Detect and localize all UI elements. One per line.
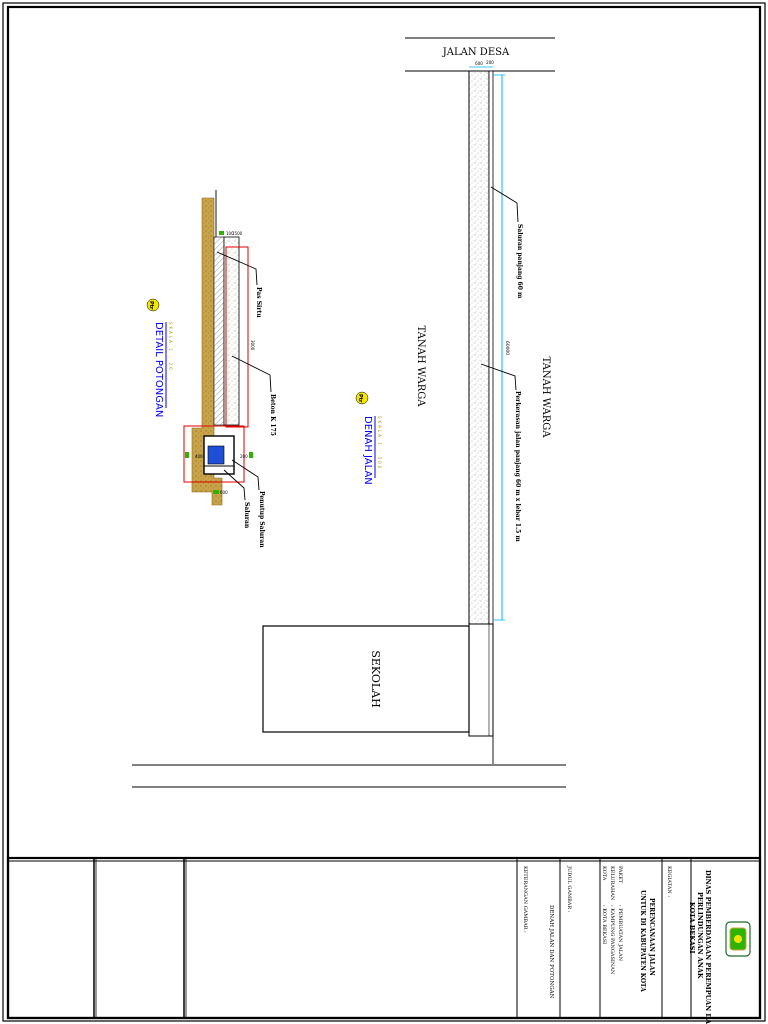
callout-saluran: Saluran panjang 60 m bbox=[516, 224, 523, 299]
plan-title-group: Ptr DENAH JALAN SKALA 1 : 500 bbox=[355, 391, 382, 485]
svg-text:3000: 3000 bbox=[250, 340, 255, 351]
beton-layer bbox=[223, 236, 240, 426]
detail-title: DETAIL POTONGAN bbox=[153, 322, 164, 417]
plan-title: DENAH JALAN bbox=[362, 416, 373, 485]
road-dim-b: 200 bbox=[486, 60, 494, 65]
callout-perkerasan: Perkerasan jalan panjang 60 m x lebar 1.… bbox=[514, 391, 521, 542]
pas-sirtu-layer bbox=[213, 236, 225, 426]
detail-section: 100 1500 3000 400 200 600 Pas Sirtu Beto… bbox=[183, 190, 276, 548]
svg-text:200: 200 bbox=[240, 454, 248, 459]
kelurahan-label: KELURAHAN bbox=[609, 866, 615, 901]
drainage-channel bbox=[488, 70, 494, 625]
label-tanah-warga-left: TANAH WARGA bbox=[415, 326, 426, 408]
length-dimension-label: 60000 bbox=[504, 341, 510, 355]
kegiatan-line-1: PERENCANAAN JALAN bbox=[648, 898, 655, 976]
svg-text:100: 100 bbox=[226, 231, 234, 236]
kota-label: KOTA bbox=[601, 866, 607, 881]
paket-label: PAKET bbox=[617, 866, 623, 884]
svg-text:400: 400 bbox=[195, 454, 203, 459]
plan-marker-text: Ptr bbox=[357, 394, 363, 403]
kota-bekasi-logo-icon bbox=[725, 921, 751, 957]
road-pavement bbox=[468, 70, 490, 625]
agency-line-1: DINAS PEMBERDAYAAN PEREMPUAN DAN bbox=[704, 870, 712, 1024]
inner-border bbox=[6, 5, 762, 1020]
road-plan: JALAN DESA 600 200 60000 Saluran panjang… bbox=[405, 37, 555, 764]
keterangan-label: KETERANGAN GAMBAR : bbox=[522, 866, 528, 933]
kegiatan-label: KEGIATAN : bbox=[666, 866, 672, 897]
callout-penutup-saluran: Penutup Saluran bbox=[258, 491, 265, 548]
plan-scale: SKALA 1 : 500 bbox=[377, 416, 382, 470]
callout-saluran: Saluran bbox=[243, 502, 250, 529]
svg-text:1500: 1500 bbox=[232, 231, 243, 236]
label-tanah-warga-right: TANAH WARGA bbox=[540, 357, 551, 439]
detail-marker-icon bbox=[146, 298, 160, 312]
road-name: JALAN DESA bbox=[442, 47, 510, 58]
agency-line-3: KOTA BEKASI bbox=[688, 902, 696, 954]
detail-marker-text: Ptr bbox=[148, 301, 154, 310]
callout-pas-sirtu: Pas Sirtu bbox=[255, 287, 262, 318]
plan-marker-icon bbox=[355, 391, 369, 405]
water-fill bbox=[207, 445, 225, 465]
label-sekolah: SEKOLAH bbox=[369, 650, 382, 707]
road-dim-a: 600 bbox=[475, 61, 483, 66]
sekolah-building bbox=[262, 625, 470, 733]
detail-title-group: Ptr DETAIL POTONGAN SKALA 1 : 20 bbox=[146, 298, 173, 417]
kota-value: : KOTA BEKASI bbox=[601, 905, 607, 944]
agency-line-2: PERLINDUNGAN ANAK bbox=[696, 892, 704, 979]
callout-beton: Beton K 175 bbox=[269, 394, 276, 436]
detail-scale: SKALA 1 : 20 bbox=[168, 322, 173, 372]
judul-value: DENAH JALAN DAN POTONGAN bbox=[548, 905, 554, 999]
kegiatan-line-2: UNTUK DI KABUPATEN KOTA bbox=[639, 890, 646, 992]
kelurahan-value: : KAMPUNG PANGASINAN bbox=[609, 905, 615, 975]
svg-text:600: 600 bbox=[220, 490, 228, 495]
title-block: DINAS PEMBERDAYAAN PEREMPUAN DAN PERLIND… bbox=[6, 856, 762, 1024]
paket-value: : PEMBUATAN JALAN bbox=[617, 905, 623, 962]
judul-label: JUDUL GAMBAR : bbox=[566, 865, 572, 913]
